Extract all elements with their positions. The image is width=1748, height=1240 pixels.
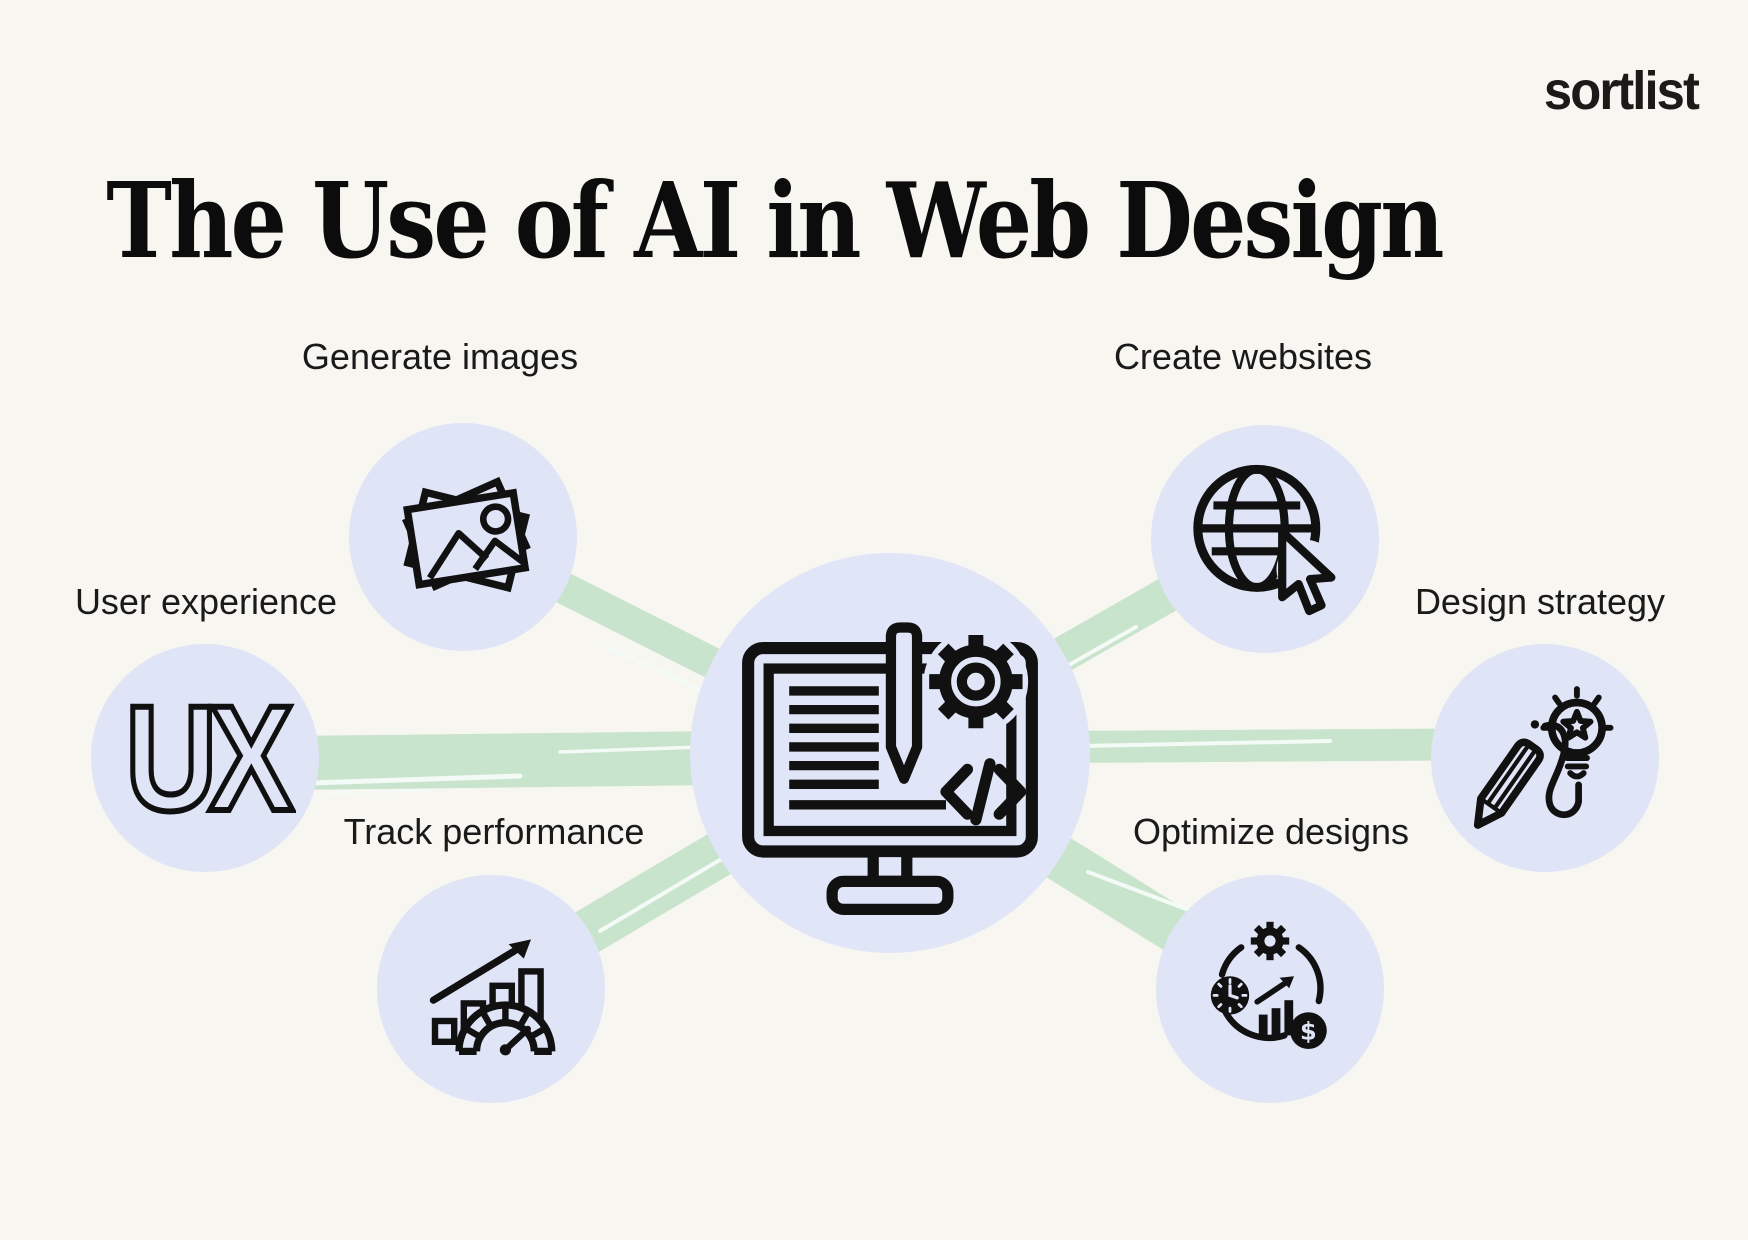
node-circle-track-performance [377, 875, 605, 1103]
label-design-strategy: Design strategy [1414, 581, 1666, 622]
pencil-lightbulb-icon [1461, 674, 1629, 842]
label-track-performance: Track performance [343, 811, 645, 852]
dollar-sign: $ [1300, 1017, 1317, 1045]
chart-gauge-icon [411, 909, 571, 1069]
ux-logo: UX [122, 674, 296, 842]
node-circle-generate-images [349, 423, 577, 651]
stacked-photos-icon [381, 455, 546, 620]
node-circle-design-strategy [1431, 644, 1659, 872]
optimization-cycle-icon: $ [1190, 909, 1350, 1069]
label-create-websites: Create websites [1113, 336, 1373, 377]
label-generate-images: Generate images [301, 336, 579, 377]
label-optimize-designs: Optimize designs [1132, 811, 1410, 852]
node-circle-optimize-designs: $ [1156, 875, 1384, 1103]
node-circle-user-experience: UX [91, 644, 319, 872]
center-node-circle [690, 553, 1090, 953]
node-circle-create-websites [1151, 425, 1379, 653]
ai-web-design-monitor-icon [722, 590, 1058, 917]
page-title: The Use of AI in Web Design [106, 160, 1444, 283]
globe-cursor-icon [1179, 453, 1351, 625]
sortlist-logo: sortlist [1543, 61, 1700, 121]
label-user-experience: User experience [74, 581, 338, 622]
